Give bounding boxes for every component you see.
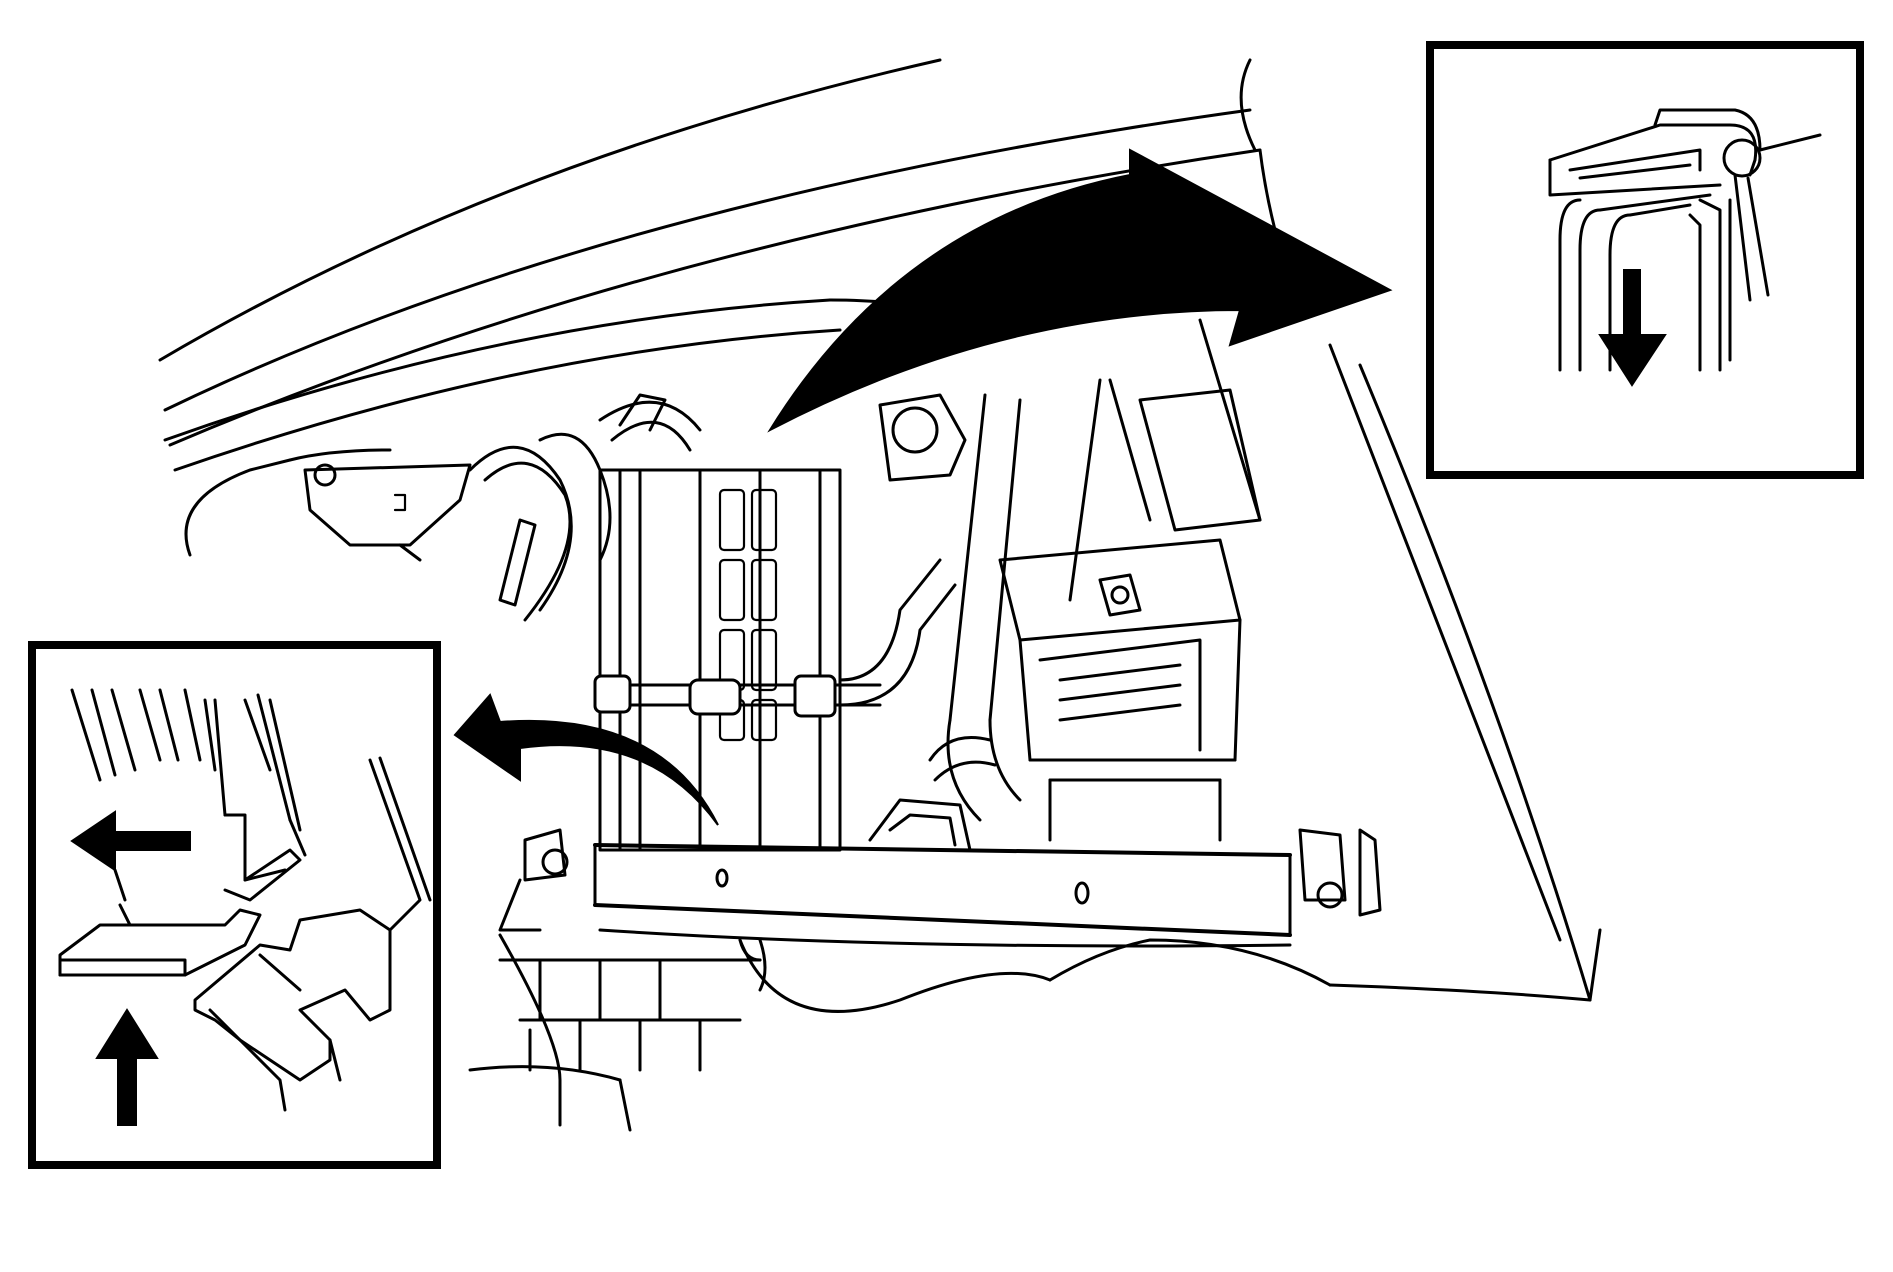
lower-crossbar xyxy=(498,798,1382,948)
upper-right-inset xyxy=(1426,41,1864,479)
lower-housing xyxy=(468,933,1332,1132)
blower-assembly xyxy=(998,388,1262,842)
vehicle-body-outline xyxy=(158,58,1602,1002)
left-arrow xyxy=(70,810,191,872)
small-curved-arrow xyxy=(453,693,719,826)
large-curved-arrow xyxy=(767,148,1393,433)
up-arrow xyxy=(95,1008,159,1126)
left-mount-bracket xyxy=(303,463,472,562)
upper-clip xyxy=(878,393,967,482)
hvac-module-housing xyxy=(593,468,957,852)
wiring-harness xyxy=(468,393,702,622)
down-arrow xyxy=(1598,269,1667,387)
lower-left-inset xyxy=(28,641,441,1169)
